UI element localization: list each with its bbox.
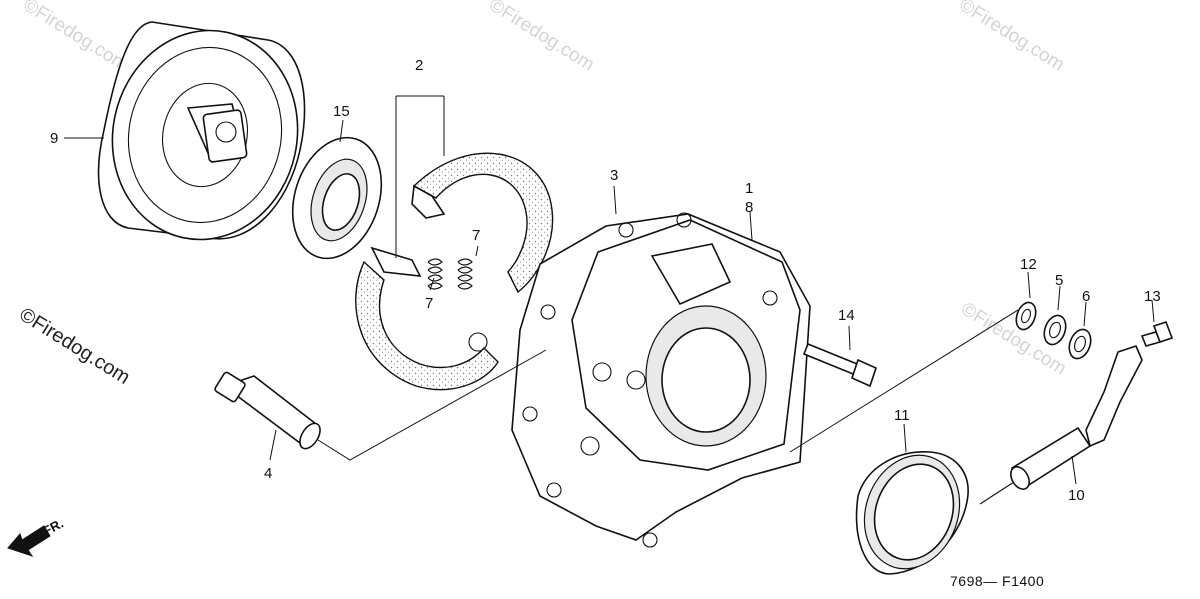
part-bearing <box>291 136 383 260</box>
part-springs <box>427 258 473 290</box>
diagram-code: 7698— F1400 <box>950 573 1044 589</box>
part-cam-shaft <box>214 371 321 450</box>
callout-6: 6 <box>1082 288 1090 305</box>
callout-3: 3 <box>610 167 618 184</box>
callout-1: 1 <box>745 180 753 197</box>
callout-15: 15 <box>333 103 350 120</box>
callout-4: 4 <box>264 465 272 482</box>
callout-7-left: 7 <box>425 295 433 312</box>
front-indicator: FR. <box>7 516 66 557</box>
watermark-top-right: ©Firedog.com <box>955 0 1068 76</box>
part-brake-shoes <box>355 152 554 391</box>
part-small-bolt <box>1140 320 1174 347</box>
callout-5: 5 <box>1055 272 1063 289</box>
watermark-top-left: ©Firedog.com <box>19 0 132 76</box>
part-washers <box>1015 301 1092 360</box>
watermark-left-large: ©Firedog.com <box>15 304 133 389</box>
callout-8: 8 <box>745 199 753 216</box>
part-gear-case <box>511 212 811 548</box>
callout-14: 14 <box>838 307 855 324</box>
leader-lines <box>64 95 1155 485</box>
callout-12: 12 <box>1020 256 1037 273</box>
watermark-top-center: ©Firedog.com <box>485 0 598 76</box>
part-brake-drum <box>97 21 306 241</box>
callout-13: 13 <box>1144 288 1161 305</box>
callout-labels: 1 2 3 4 5 6 7 7 8 9 10 11 12 13 14 15 <box>50 57 1161 504</box>
part-seal <box>855 451 969 575</box>
callout-11: 11 <box>894 407 910 424</box>
callout-2: 2 <box>415 57 423 74</box>
part-arm-assembly <box>979 345 1143 505</box>
callout-7-right: 7 <box>472 227 480 244</box>
callout-10: 10 <box>1068 487 1085 504</box>
part-bolt <box>802 342 877 388</box>
front-arrow-icon <box>7 525 51 557</box>
callout-9: 9 <box>50 130 58 147</box>
